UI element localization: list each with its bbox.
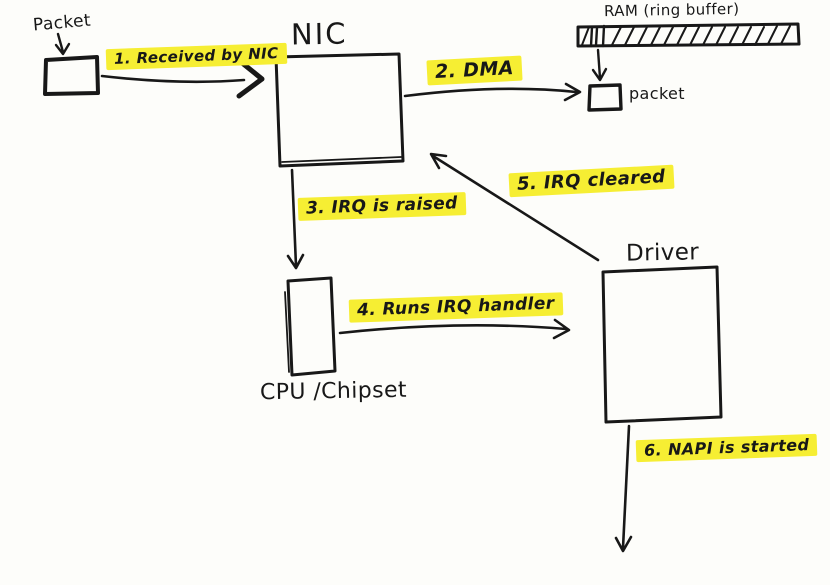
driver-box: [601, 265, 723, 424]
ram-packet-label: packet: [629, 84, 685, 103]
ram-cell-dividers: [589, 24, 606, 48]
step-3-arrow: [286, 168, 305, 270]
step-6-arrow: [614, 424, 633, 553]
nic-box-sketch-line: [281, 156, 402, 163]
ram-buffer-hatching: [581, 25, 791, 46]
driver-label: Driver: [625, 239, 700, 267]
ram-buffer-box: [576, 22, 801, 48]
nic-label: NIC: [290, 16, 348, 52]
cpu-box: [286, 276, 337, 377]
nic-box: [274, 52, 405, 168]
step-2-label: 2. DMA: [426, 55, 523, 86]
packet-pointer-arrow: [54, 32, 71, 56]
step-4-arrow: [338, 318, 571, 340]
step-1-arrowhead: [236, 59, 265, 99]
ram-packet-arrow: [591, 48, 608, 82]
ram-packet-box: [587, 83, 623, 112]
packet-box: [43, 55, 100, 96]
step-5-arrow: [429, 152, 600, 262]
step-1-arrow: [100, 74, 246, 84]
cpu-box-sketch-line: [284, 291, 290, 373]
step-2-arrow: [403, 82, 582, 102]
cpu-label: CPU /Chipset: [259, 377, 408, 406]
ram-label: RAM (ring buffer): [603, 0, 740, 21]
